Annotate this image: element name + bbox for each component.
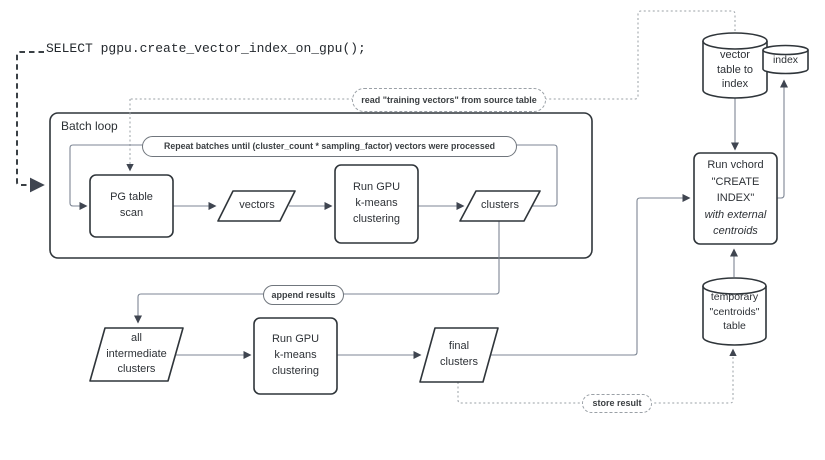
all-intermediate-clusters-shape	[89, 327, 184, 382]
run-vchord-emphasis-text: with external centroids	[704, 208, 767, 238]
all-intermediate-clusters-label: all intermediate clusters	[106, 331, 167, 376]
index-cylinder	[762, 44, 809, 75]
vector-table-cylinder	[702, 32, 768, 99]
temp-centroids-cylinder	[702, 277, 767, 346]
final-clusters-shape	[419, 327, 499, 383]
run-vchord-label: Run vchord "CREATE INDEX"with external c…	[696, 156, 775, 241]
index-store-label: index	[772, 54, 799, 67]
vchord-to-index-arrow	[777, 79, 789, 199]
vectors-label: vectors	[239, 199, 275, 212]
gpu-kmeans-final-shape	[253, 317, 338, 395]
batch-loop-title: Batch loop	[61, 119, 118, 133]
final-to-vchord-line	[490, 193, 691, 356]
append-results-line	[133, 221, 500, 324]
run-vchord-main-text: Run vchord "CREATE INDEX"	[707, 159, 764, 205]
gpu-kmeans-batch-shape	[334, 164, 419, 244]
store-result-line	[457, 348, 737, 404]
gpu-kmeans-batch-label: Run GPU k-means clustering	[352, 181, 401, 225]
batch-loop-box	[49, 112, 593, 259]
store-result-pill: store result	[582, 394, 652, 413]
append-results-pill: append results	[263, 285, 344, 305]
sql-call-connector	[16, 51, 45, 193]
repeat-condition-pill: Repeat batches until (cluster_count * sa…	[142, 136, 517, 157]
read-training-line	[130, 10, 736, 100]
run-vchord-shape	[693, 152, 778, 245]
vectors-shape	[217, 190, 296, 222]
clusters-shape	[459, 190, 541, 222]
sql-statement: SELECT pgpu.create_vector_index_on_gpu()…	[46, 41, 366, 56]
pg-table-scan-label: PG table scan	[110, 191, 153, 219]
vector-table-label: vector table to index	[716, 48, 754, 91]
gpu-kmeans-final-label: Run GPU k-means clustering	[271, 333, 320, 377]
temp-centroids-label: temporary "centroids" table	[709, 290, 760, 333]
pg-table-scan-shape	[89, 174, 174, 238]
final-clusters-label: final clusters	[440, 340, 478, 368]
read-training-pill: read "training vectors" from source tabl…	[352, 88, 546, 112]
clusters-label: clusters	[481, 199, 519, 212]
